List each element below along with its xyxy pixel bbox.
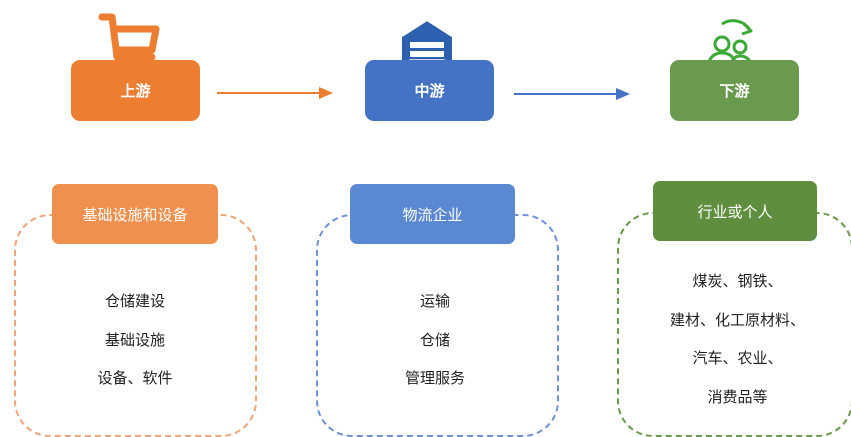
arrow-midstream-to-downstream [514, 88, 630, 100]
list-item: 汽车、农业、 [692, 349, 783, 367]
list-item: 管理服务 [404, 369, 465, 387]
list-item: 运输 [419, 292, 450, 310]
upstream-title: 上游 [120, 82, 151, 100]
list-item: 基础设施 [104, 331, 165, 349]
upstream-stage-box: 上游 [71, 60, 200, 121]
list-item: 消费品等 [707, 388, 768, 406]
upstream-panel [14, 214, 257, 437]
downstream-stage-box: 下游 [670, 60, 799, 121]
midstream-stage-box: 中游 [365, 60, 494, 121]
downstream-category-box: 行业或个人 [653, 181, 817, 241]
midstream-panel [316, 214, 559, 437]
list-item: 煤炭、钢铁、 [692, 272, 783, 290]
midstream-title: 中游 [414, 82, 445, 100]
list-item: 建材、化工原材料、 [669, 311, 805, 329]
midstream-category: 物流企业 [402, 205, 463, 224]
downstream-title: 下游 [719, 82, 750, 100]
list-item: 仓储建设 [104, 292, 165, 310]
upstream-category: 基础设施和设备 [82, 205, 188, 224]
upstream-category-box: 基础设施和设备 [52, 184, 218, 244]
midstream-category-box: 物流企业 [350, 184, 515, 244]
arrow-upstream-to-midstream [217, 87, 333, 99]
downstream-category: 行业或个人 [697, 202, 773, 221]
list-item: 设备、软件 [97, 369, 173, 387]
list-item: 仓储 [419, 331, 450, 349]
